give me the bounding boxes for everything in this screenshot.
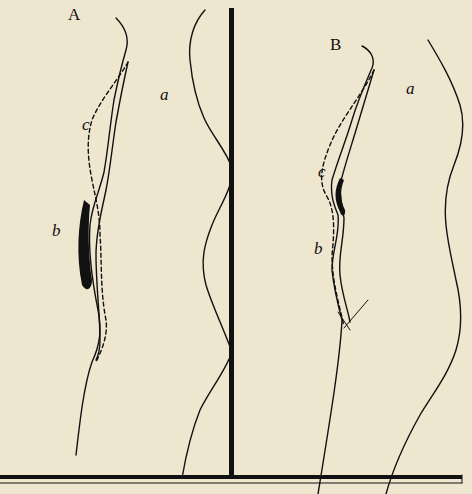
back-outline-inner <box>96 62 128 360</box>
thick-contour <box>336 178 346 216</box>
part-letter: c <box>318 163 326 180</box>
vertical-rod <box>229 8 234 478</box>
part-letter: c <box>82 116 90 133</box>
part-letter: b <box>314 240 323 257</box>
back-outline-inner <box>340 70 374 322</box>
front-outline <box>182 10 232 478</box>
part-letter: b <box>52 222 61 239</box>
back-outline <box>318 46 373 494</box>
dashed-outline <box>322 70 374 326</box>
front-outline <box>386 40 463 494</box>
part-letter: a <box>160 86 169 103</box>
base-plank <box>0 475 462 479</box>
figure-letter: B <box>330 36 341 53</box>
dashed-outline <box>88 62 128 362</box>
figure-letter: A <box>68 6 80 23</box>
thick-contour <box>78 200 92 289</box>
back-outline <box>76 18 127 455</box>
reference-lines <box>338 300 368 330</box>
part-letter: a <box>406 80 415 97</box>
